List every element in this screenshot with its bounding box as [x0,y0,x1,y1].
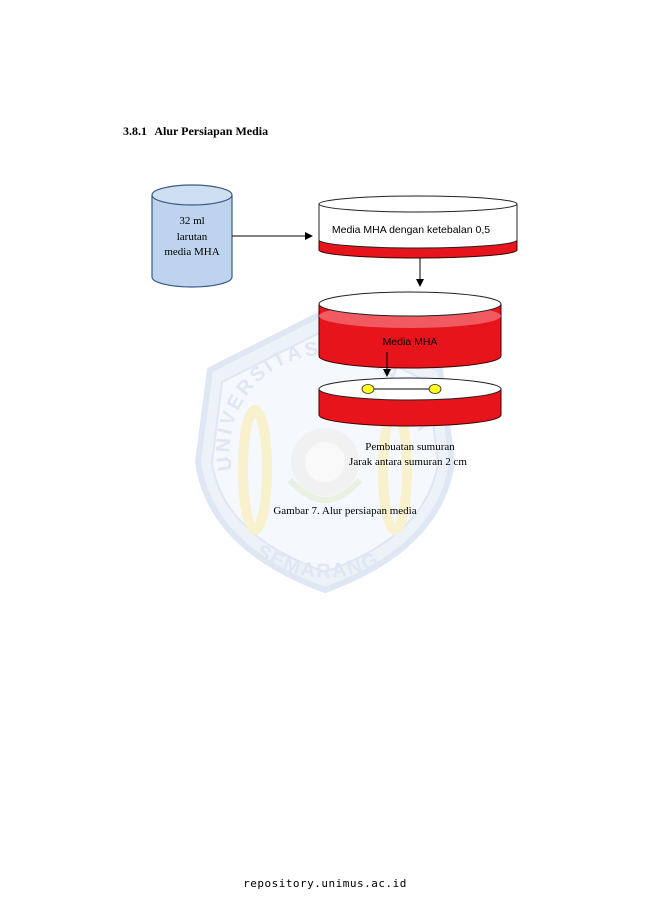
mha-solution-cylinder: 32 ml larutan media MHA [151,184,233,288]
petri-dish-mha: Media MHA [318,291,502,369]
dish3-caption-line2: Jarak antara sumuran 2 cm [349,456,467,468]
section-heading: 3.8.1 Alur Persiapan Media [123,124,268,139]
well-right [428,384,442,394]
section-title: Alur Persiapan Media [154,124,269,138]
dish2-label: Media MHA [383,336,438,348]
cylinder-label-line1: 32 ml [179,215,204,227]
repository-footer: repository.unimus.ac.id [243,877,407,890]
section-number: 3.8.1 [123,124,147,138]
petri-dish-with-wells: Pembuatan sumuran Jarak antara sumuran 2… [318,377,502,468]
well-left [361,384,375,394]
petri-dish-thin-layer: Media MHA dengan ketebalan 0,5 [318,195,518,259]
cylinder-label-line3: media MHA [164,246,219,258]
cylinder-label-line2: larutan [177,231,208,243]
figure-caption: Gambar 7. Alur persiapan media [273,505,417,517]
dish3-caption-line1: Pembuatan sumuran [365,441,455,453]
dish1-label: Media MHA dengan ketebalan 0,5 [332,224,490,236]
